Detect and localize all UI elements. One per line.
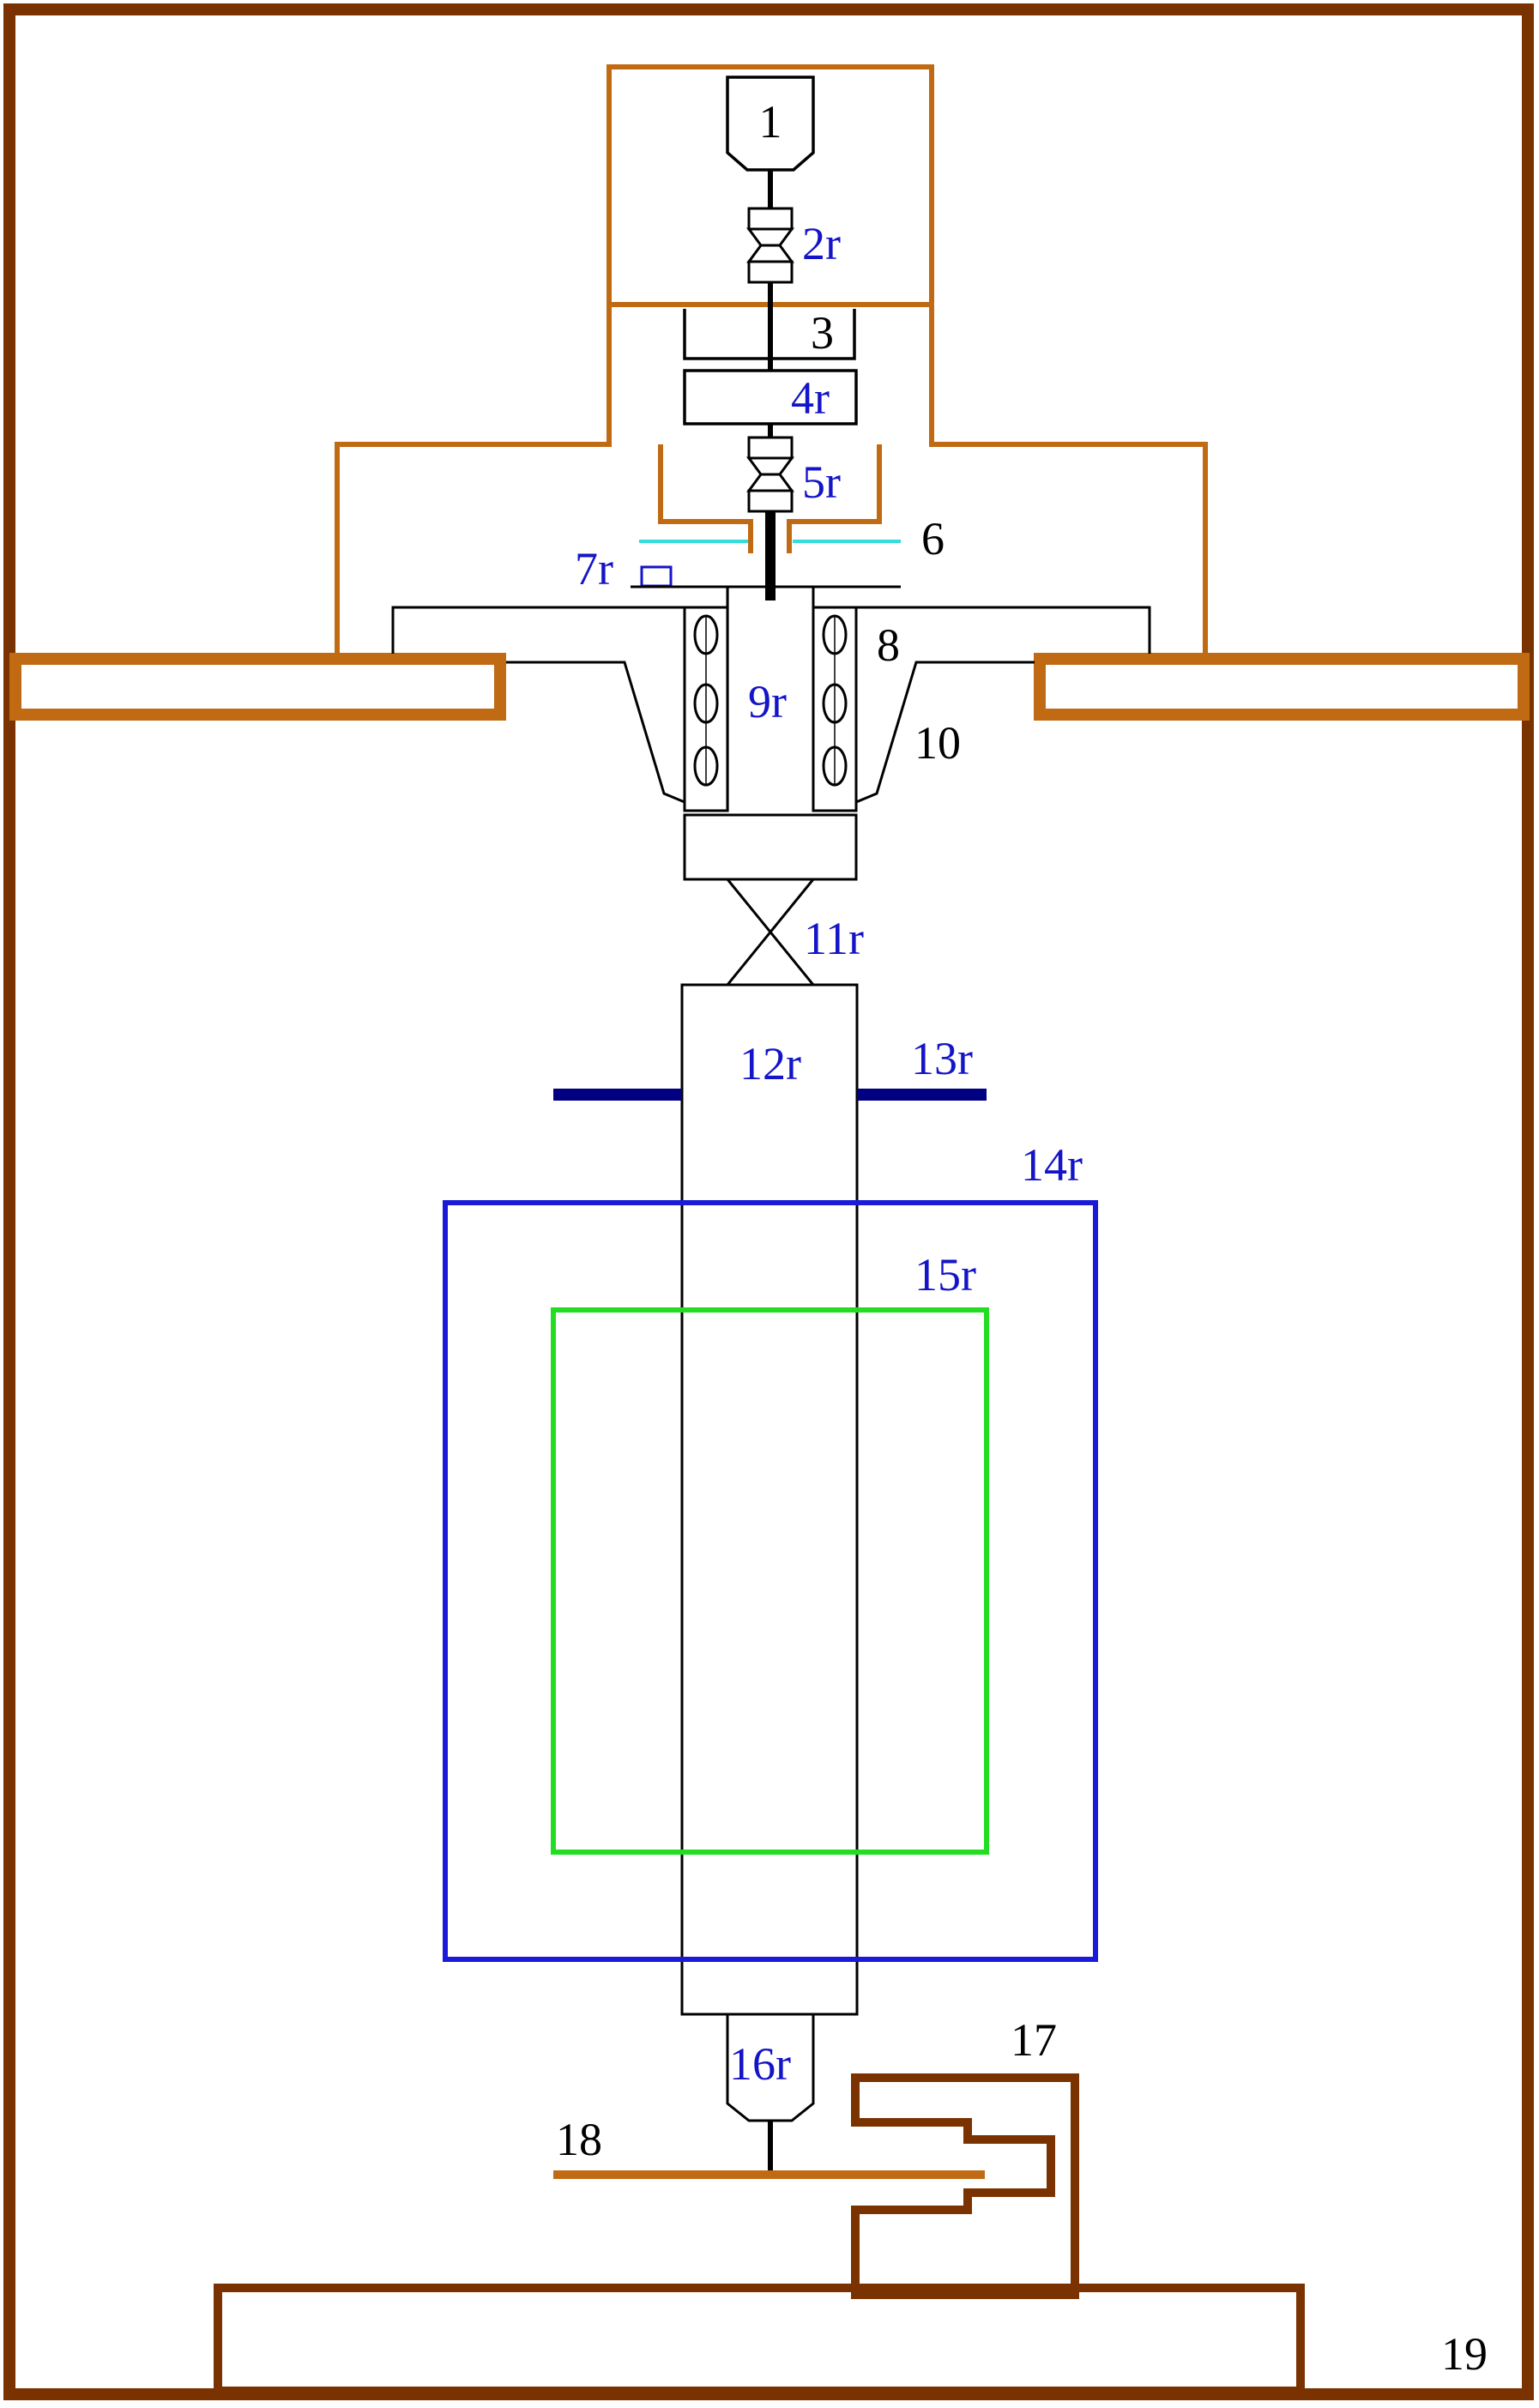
- label-12r: 12r: [739, 1038, 801, 1089]
- label-3: 3: [811, 307, 834, 359]
- label-18: 18: [556, 2114, 602, 2165]
- lower-flange: [685, 815, 856, 879]
- rotor-block-4r: [685, 371, 856, 424]
- label-1: 1: [759, 96, 782, 148]
- conical-support-10: [506, 662, 685, 802]
- label-2r: 2r: [802, 218, 841, 269]
- bearing-housing-8-right: [813, 607, 1150, 654]
- label-8: 8: [877, 619, 900, 671]
- label-17: 17: [1011, 2014, 1057, 2066]
- housing-inner-left: [661, 444, 751, 553]
- rotor-column-12r: [682, 985, 857, 2014]
- inner-coil-15r: [553, 1310, 987, 1852]
- label-4r: 4r: [791, 372, 830, 424]
- left-support-beam: [15, 659, 500, 715]
- coupling-2r: [749, 208, 792, 282]
- label-13r: 13r: [911, 1033, 973, 1084]
- label-11r: 11r: [804, 913, 864, 964]
- label-15r: 15r: [914, 1249, 976, 1301]
- label-5r: 5r: [802, 456, 841, 508]
- bearing-housing-8: [393, 607, 727, 654]
- coupling-5r: [749, 438, 792, 511]
- label-19: 19: [1441, 2328, 1488, 2380]
- label-16r: 16r: [729, 2038, 791, 2090]
- outer-coil-14r: [445, 1203, 1095, 1959]
- label-10: 10: [914, 717, 961, 769]
- base-platform: [218, 2288, 1301, 2391]
- clamp-17: [855, 2078, 1075, 2295]
- sensor-7r: [642, 567, 671, 586]
- label-14r: 14r: [1021, 1139, 1083, 1191]
- right-support-beam: [1040, 659, 1524, 715]
- label-7r: 7r: [575, 543, 613, 594]
- label-9r: 9r: [748, 676, 787, 727]
- label-6: 6: [921, 513, 945, 564]
